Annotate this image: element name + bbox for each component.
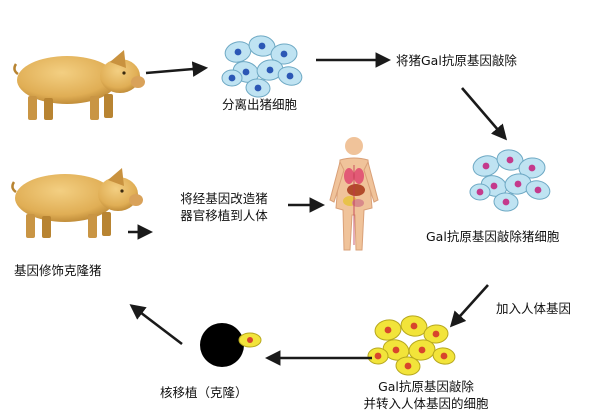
- label-organ-transplant: 将经基因改造猪 器官移植到人体: [160, 190, 288, 224]
- cell-nucleus: [266, 66, 274, 74]
- pig-icon: [13, 48, 147, 122]
- label-transgenic-cells: Gal抗原基因敲除 并转入人体基因的细胞: [356, 378, 496, 412]
- label-add-human-gene: 加入人体基因: [496, 301, 572, 316]
- cell-nucleus: [418, 346, 426, 354]
- cell-nucleus: [410, 322, 418, 330]
- cell-cluster-icon: [221, 35, 303, 98]
- label-knockout-cells: Gal抗原基因敲除猪细胞: [426, 229, 560, 244]
- cell-nucleus: [432, 330, 440, 338]
- egg-cell-icon: [200, 323, 262, 367]
- label-transplant-line1: 将经基因改造猪: [180, 191, 268, 206]
- cell-nucleus: [440, 352, 448, 360]
- arrow-add-human-gene: [449, 284, 489, 328]
- cell-nucleus: [534, 186, 542, 194]
- label-nuclear-transfer: 核移植（克隆）: [160, 385, 248, 400]
- cell-cluster-icon: [367, 315, 456, 376]
- label-isolate-cells: 分离出猪细胞: [222, 97, 298, 112]
- cell-nucleus: [404, 362, 412, 370]
- arrow-to-cloned-pig: [129, 304, 183, 346]
- cell-nucleus: [528, 164, 536, 172]
- cell-nucleus: [234, 48, 242, 56]
- cell-nucleus: [502, 198, 510, 206]
- cell-cluster-icon: [469, 149, 551, 212]
- pig-icon: [11, 166, 145, 240]
- cell-nucleus: [482, 162, 490, 170]
- cell-nucleus: [228, 74, 236, 82]
- cell-nucleus: [392, 346, 400, 354]
- cell-nucleus: [514, 180, 522, 188]
- cell-nucleus: [384, 326, 392, 334]
- label-transgenic-line2: 并转入人体基因的细胞: [363, 396, 489, 411]
- human-body-icon: [329, 137, 379, 251]
- label-knockout-gal: 将猪Gal抗原基因敲除: [396, 53, 517, 68]
- label-transgenic-line1: Gal抗原基因敲除: [378, 379, 474, 394]
- cell-nucleus: [280, 50, 288, 58]
- label-transplant-line2: 器官移植到人体: [180, 208, 268, 223]
- cell-nucleus: [286, 72, 294, 80]
- cell-nucleus: [506, 156, 514, 164]
- arrow-pig-to-cells: [145, 61, 209, 77]
- cell-nucleus: [490, 182, 498, 190]
- cell-nucleus: [242, 68, 250, 76]
- cell-nucleus: [476, 188, 484, 196]
- cell-nucleus: [374, 352, 382, 360]
- cell-nucleus: [254, 84, 262, 92]
- arrow-knockout-down: [461, 87, 508, 141]
- label-cloned-pig: 基因修饰克隆猪: [14, 263, 102, 278]
- cell-nucleus: [258, 42, 266, 50]
